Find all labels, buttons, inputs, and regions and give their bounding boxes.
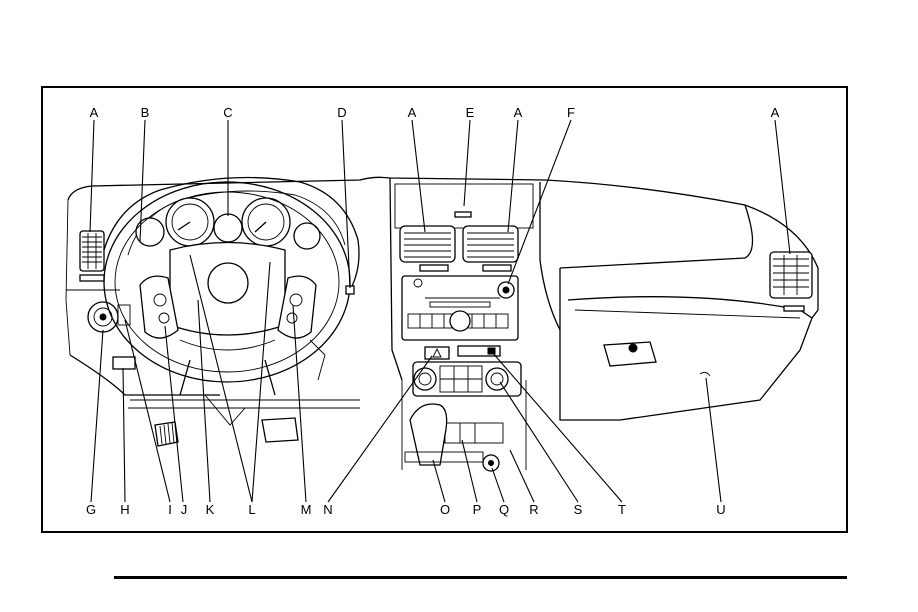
footer-rule xyxy=(114,576,847,579)
callout-label-s: S xyxy=(574,502,583,517)
dashboard-drawing xyxy=(66,177,818,471)
callout-label-h: H xyxy=(120,502,129,517)
callout-label-a: A xyxy=(514,105,523,120)
callout-label-q: Q xyxy=(499,502,509,517)
callout-label-o: O xyxy=(440,502,450,517)
callout-label-k: K xyxy=(206,502,215,517)
callout-label-a: A xyxy=(408,105,417,120)
callout-label-r: R xyxy=(529,502,538,517)
callout-label-a: A xyxy=(90,105,99,120)
callout-label-i: I xyxy=(168,502,172,517)
callout-label-t: T xyxy=(618,502,626,517)
callout-label-u: U xyxy=(716,502,725,517)
callout-label-e: E xyxy=(466,105,475,120)
callout-label-p: P xyxy=(473,502,482,517)
callout-label-m: M xyxy=(301,502,312,517)
callout-label-f: F xyxy=(567,105,575,120)
callout-label-b: B xyxy=(141,105,150,120)
callout-label-n: N xyxy=(323,502,332,517)
callout-label-g: G xyxy=(86,502,96,517)
callout-label-c: C xyxy=(223,105,232,120)
callout-label-l: L xyxy=(248,502,255,517)
callout-label-a: A xyxy=(771,105,780,120)
callout-label-j: J xyxy=(181,502,188,517)
callout-label-d: D xyxy=(337,105,346,120)
